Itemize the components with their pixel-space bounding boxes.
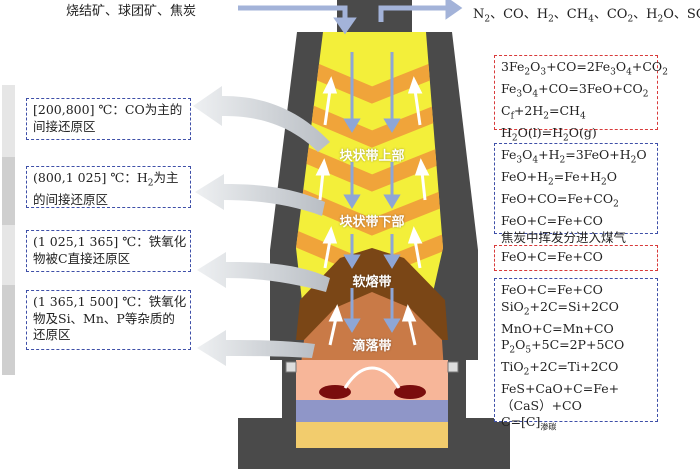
tuyere-left (319, 385, 351, 399)
sidebar-segment-lower (2, 157, 15, 225)
temp-zone-box-4: (1 365,1 500] ℃：铁氧化 物及Si、Mn、P等杂质的 还原区 (26, 290, 191, 350)
tuyere-port-right (447, 361, 459, 373)
hot-metal-layer (296, 422, 448, 448)
top-flow-arrows (238, 0, 463, 35)
reaction-box-lower-lump: Fe3O4+H2=3FeO+H2O FeO+H2=Fe+H2O FeO+CO=F… (494, 143, 658, 245)
sidebar-segment-soft (2, 225, 15, 285)
sidebar-segment-upper (2, 85, 15, 157)
temp-zone-box-3: (1 025,1 365] ℃：铁氧化 物被C直接还原区 (26, 230, 191, 272)
reaction-box-cohesive: FeO+C=Fe+CO (494, 245, 658, 271)
furnace-bottom (296, 448, 448, 469)
sidebar-segment-drip (2, 285, 15, 375)
gas-ascent-arrows (315, 76, 430, 389)
slag-layer (296, 400, 448, 422)
zone-label-upper-lump: 块状带上部 (339, 149, 405, 164)
zone-label-cohesive: 软熔带 (352, 275, 392, 290)
reaction-box-upper-lump: 3Fe2O3+CO=2Fe3O4+CO2 Fe3O4+CO=3FeO+CO2 C… (494, 55, 668, 144)
gas-flow-arrows (193, 86, 330, 366)
zone-label-dripping: 滴落带 (352, 339, 392, 354)
temp-zone-box-2: (800,1 025] ℃：H2为主 的间接还原区 (26, 166, 191, 208)
charge-input-label: 烧结矿、球团矿、焦炭 (66, 4, 197, 19)
tuyere-port-left (285, 361, 297, 373)
top-gas-output-label: N2、CO、H2、CH4、CO2、H2O、SO2 (473, 7, 700, 25)
zone-label-lower-lump: 块状带下部 (339, 215, 405, 230)
temp-zone-box-1: [200,800] ℃：CO为主的 间接还原区 (26, 98, 191, 140)
reaction-box-dripping: FeO+C=Fe+CO SiO2+2C=Si+2CO MnO+C=Mn+CO P… (494, 278, 658, 432)
tuyere-right (394, 385, 426, 399)
burden-descent-arrows (343, 52, 401, 333)
